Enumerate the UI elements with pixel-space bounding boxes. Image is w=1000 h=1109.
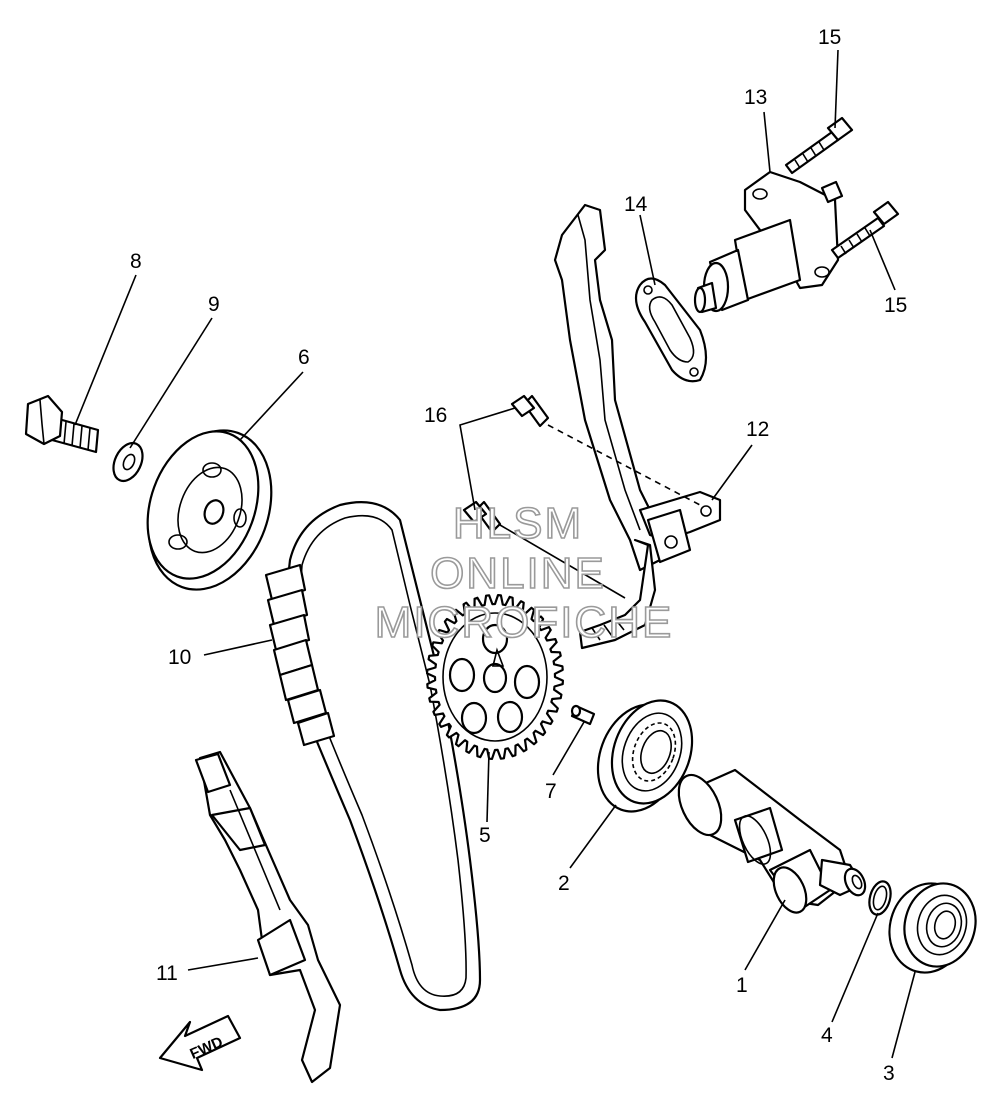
callout-12: 12 — [746, 418, 769, 441]
callout-9: 9 — [208, 293, 220, 316]
chain-guide-dashed-line — [547, 424, 701, 506]
camshaft-part[interactable] — [670, 768, 869, 917]
leader-line-14 — [639, 214, 656, 286]
washer-part[interactable] — [108, 438, 148, 485]
callout-labels: 15 13 14 15 8 9 6 16 12 10 7 5 2 1 4 3 1… — [130, 26, 907, 1085]
callout-2: 2 — [558, 872, 570, 895]
tensioner-gasket-part[interactable] — [634, 277, 708, 383]
callout-15b: 15 — [884, 294, 907, 317]
guide-bolt-shadow-line — [499, 524, 626, 599]
forward-direction-arrow-icon: FWD — [158, 1014, 242, 1072]
leader-line-11 — [187, 957, 259, 971]
callout-7: 7 — [545, 780, 557, 803]
watermark-line-3: MICROFICHE — [375, 598, 674, 647]
dowel-pin-part[interactable] — [570, 704, 596, 726]
callout-13: 13 — [744, 86, 767, 109]
callout-15a: 15 — [818, 26, 841, 49]
callout-14: 14 — [624, 193, 648, 216]
cam-sprocket-part[interactable] — [426, 594, 564, 760]
cam-chain-part[interactable] — [264, 501, 482, 1012]
bearing-left-part[interactable] — [584, 689, 706, 823]
leader-line-15a — [834, 49, 839, 129]
leader-line-12 — [711, 444, 753, 501]
chain-guide-upper-part[interactable] — [553, 203, 722, 650]
leader-line-15b — [869, 229, 896, 291]
tensioner-bolt-upper[interactable] — [784, 116, 854, 175]
leader-line-2 — [569, 804, 617, 869]
circlip-part[interactable] — [866, 879, 894, 917]
plate-bolt-part[interactable] — [24, 394, 100, 454]
watermark: HLSM ONLINE MICROFICHE — [374, 498, 674, 648]
callout-11: 11 — [156, 962, 178, 985]
callout-6: 6 — [298, 346, 310, 369]
tensioner-assembly-part[interactable] — [693, 170, 844, 314]
bearing-right-part[interactable] — [880, 875, 985, 982]
leader-line-7 — [552, 721, 585, 776]
callout-4: 4 — [821, 1024, 833, 1047]
tensioner-bolt-lower[interactable] — [830, 200, 900, 260]
leader-line-3 — [891, 971, 916, 1059]
watermark-line-2: ONLINE — [430, 549, 606, 598]
callout-5: 5 — [479, 824, 491, 847]
guide-bolt-upper[interactable] — [510, 394, 550, 428]
leader-line-10 — [203, 639, 273, 656]
chain-guide-lower-part[interactable] — [194, 750, 342, 1084]
leader-line-9 — [129, 317, 213, 449]
callout-10: 10 — [168, 646, 191, 669]
callout-3: 3 — [883, 1062, 895, 1085]
callout-16: 16 — [424, 404, 447, 427]
cam-chain-links — [264, 563, 336, 747]
leader-line-8 — [74, 274, 137, 426]
leader-line-1 — [744, 899, 786, 971]
leader-line-5 — [486, 751, 490, 823]
callout-8: 8 — [130, 250, 142, 273]
watermark-line-1: HLSM — [453, 499, 583, 548]
cam-plate-part[interactable] — [127, 413, 292, 607]
leader-line-16 — [459, 407, 516, 511]
leader-line-13 — [763, 111, 771, 173]
guide-bolt-lower[interactable] — [462, 500, 502, 534]
callout-1: 1 — [736, 974, 748, 997]
leader-line-4 — [831, 912, 879, 1023]
leader-line-6 — [239, 371, 304, 441]
leader-lines — [74, 49, 916, 1059]
